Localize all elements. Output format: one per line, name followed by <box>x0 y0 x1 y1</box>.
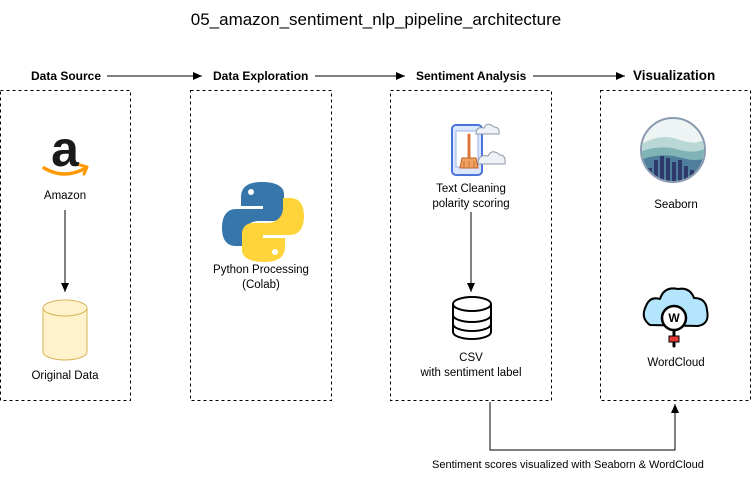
text-cleaning-icon <box>451 123 506 176</box>
node-label-seaborn: Seaborn <box>654 199 698 211</box>
node-label-text-cleaning: Text Cleaning polarity scoring <box>432 183 510 210</box>
node-label-python-processing: Python Processing (Colab) <box>213 264 309 291</box>
header-data-exploration: Data Exploration <box>213 69 309 83</box>
svg-text:W: W <box>668 311 680 325</box>
diagram-title: 05_amazon_sentiment_nlp_pipeline_archite… <box>190 10 562 29</box>
database-cylinder-icon <box>42 299 88 361</box>
node-label-wordcloud: WordCloud <box>647 357 705 369</box>
amazon-logo-icon: a <box>42 121 89 177</box>
header-sentiment-analysis: Sentiment Analysis <box>416 69 527 83</box>
header-visualization: Visualization <box>633 68 716 83</box>
header-data-source: Data Source <box>31 69 102 83</box>
seaborn-logo-icon <box>640 117 706 183</box>
stage-box-source <box>0 90 131 401</box>
connector-caption: Sentiment scores visualized with Seaborn… <box>432 459 704 471</box>
python-logo-icon <box>222 182 304 262</box>
node-label-csv: CSV with sentiment label <box>420 352 522 379</box>
svg-text:a: a <box>51 121 80 177</box>
node-label-original-data: Original Data <box>31 370 99 382</box>
node-label-amazon: Amazon <box>43 190 87 202</box>
wordcloud-icon: W <box>642 287 709 348</box>
stage-box-exploration <box>190 90 332 401</box>
stage-box-visualization <box>600 90 751 401</box>
database-stack-icon <box>452 296 492 340</box>
connector-csv-to-visualization <box>489 402 679 451</box>
stage-box-analysis <box>390 90 552 401</box>
